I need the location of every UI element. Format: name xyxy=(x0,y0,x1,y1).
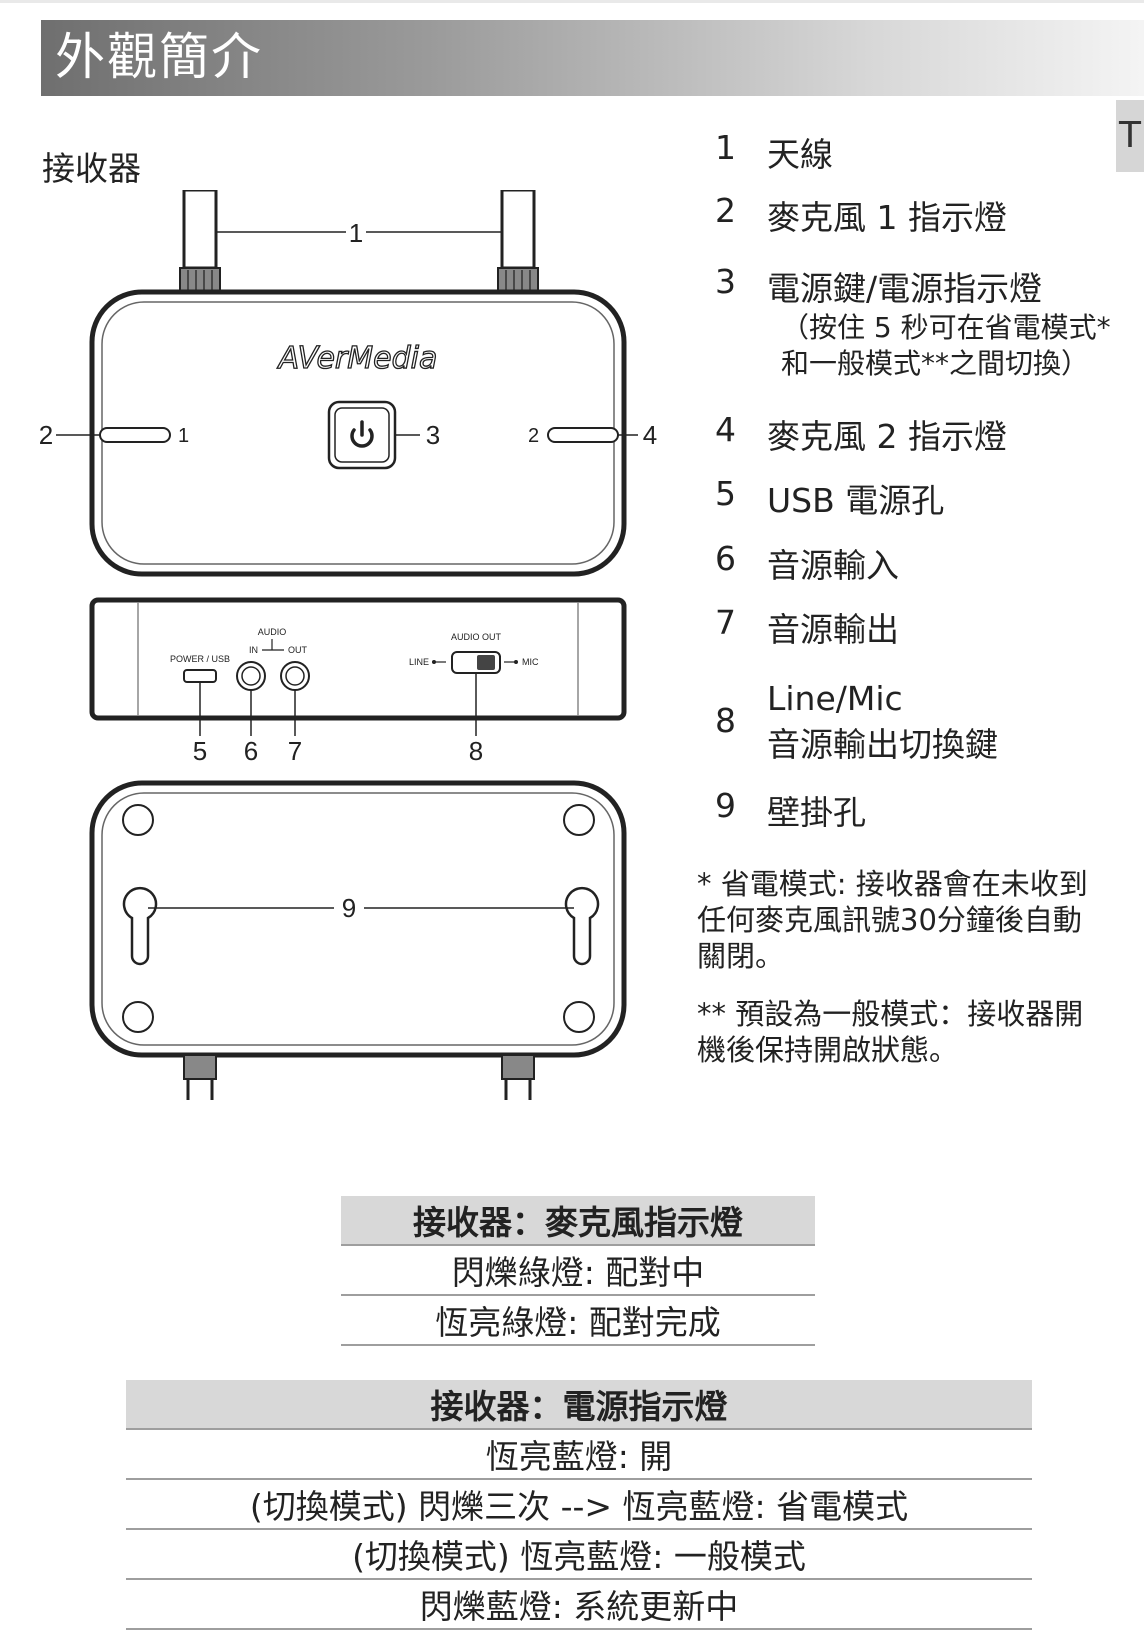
table-header: 接收器：電源指示燈 xyxy=(126,1380,1032,1430)
front-view: POWER / USB AUDIO IN OUT AUDIO OUT LINE … xyxy=(89,597,627,766)
callout-2: 2 xyxy=(39,420,53,450)
port-label-line: LINE xyxy=(409,657,429,667)
mic-indicator-table: 接收器：麥克風指示燈 閃爍綠燈: 配對中 恆亮綠燈: 配對完成 xyxy=(341,1196,815,1346)
callout-6: 6 xyxy=(244,736,258,766)
table-cell: (切換模式) 閃爍三次 --> 恆亮藍燈: 省電模式 xyxy=(126,1479,1032,1530)
footnote-normal-mode: ** 預設為一般模式：接收器開 機後保持開啟狀態。 xyxy=(697,996,1117,1068)
device-heading: 接收器 xyxy=(42,149,141,188)
legend-note: （按住 5 秒可在省電模式* xyxy=(781,311,1111,344)
power-indicator-table: 接收器：電源指示燈 恆亮藍燈: 開 (切換模式) 閃爍三次 --> 恆亮藍燈: … xyxy=(126,1380,1032,1630)
callout-9: 9 xyxy=(342,893,356,923)
legend-label: 壁掛孔 xyxy=(767,793,866,832)
wall-mount-hole-right xyxy=(564,886,600,966)
table-row: 恆亮藍燈: 開 xyxy=(126,1429,1032,1480)
legend-label-line2: 音源輸出切換鍵 xyxy=(767,725,998,764)
callout-5: 5 xyxy=(193,736,207,766)
port-label-out: OUT xyxy=(288,645,308,655)
table-cell: (切換模式) 恆亮藍燈: 一般模式 xyxy=(126,1529,1032,1580)
usb-port xyxy=(183,669,217,683)
footnote-line: 關閉。 xyxy=(697,939,785,973)
callout-1: 1 xyxy=(349,218,363,248)
legend-label: USB 電源孔 xyxy=(767,481,945,520)
callout-7: 7 xyxy=(288,736,302,766)
legend-number: 1 xyxy=(715,128,736,167)
port-label-audio-out: AUDIO OUT xyxy=(451,632,502,642)
wall-mount-hole-left xyxy=(122,886,158,966)
mic2-led xyxy=(547,427,619,443)
section-header-bar: 外觀簡介 xyxy=(41,20,1144,96)
callout-8: 8 xyxy=(469,736,483,766)
legend-text-block: 電源鍵/電源指示燈 （按住 5 秒可在省電模式* 和一般模式**之間切換） xyxy=(767,262,1111,382)
legend-number: 7 xyxy=(715,603,736,642)
power-icon xyxy=(350,420,374,448)
mic2-mark: 2 xyxy=(528,425,539,447)
port-label-audio: AUDIO xyxy=(258,627,287,637)
callout-3: 3 xyxy=(426,420,440,450)
callout-4: 4 xyxy=(643,420,657,450)
legend-number: 4 xyxy=(715,410,736,449)
receiver-diagram: 1 AVerMedia 3 1 2 2 4 POWER / USB xyxy=(39,190,657,1100)
footnote-power-saving: * 省電模式: 接收器會在未收到 任何麥克風訊號30分鐘後自動 關閉。 xyxy=(697,866,1117,974)
legend-label: 天線 xyxy=(767,135,833,174)
legend-number: 6 xyxy=(715,539,736,578)
legend-number: 3 xyxy=(715,262,736,301)
mic1-led xyxy=(99,427,171,443)
legend-note: 和一般模式**之間切換） xyxy=(781,347,1090,380)
legend-label: 麥克風 2 指示燈 xyxy=(767,417,1007,456)
port-label-power-usb: POWER / USB xyxy=(170,654,230,664)
footnote-line: 任何麥克風訊號30分鐘後自動 xyxy=(697,903,1082,937)
line-mic-switch[interactable] xyxy=(451,651,501,674)
legend-text-block: Line/Mic 音源輸出切換鍵 xyxy=(767,679,998,766)
antenna-right xyxy=(497,190,539,293)
port-label-in: IN xyxy=(249,645,258,655)
footnote-line: ** 預設為一般模式：接收器開 xyxy=(697,997,1084,1031)
table-row: 閃爍綠燈: 配對中 xyxy=(341,1245,815,1296)
mic1-mark: 1 xyxy=(178,425,189,447)
section-title: 外觀簡介 xyxy=(55,28,263,86)
legend-number: 9 xyxy=(715,786,736,825)
footnote-line: 機後保持開啟狀態。 xyxy=(697,1033,959,1067)
avermedia-logo: AVerMedia xyxy=(277,341,438,376)
table-row: (切換模式) 恆亮藍燈: 一般模式 xyxy=(126,1529,1032,1580)
table-cell: 閃爍綠燈: 配對中 xyxy=(341,1245,815,1296)
table-row: 恆亮綠燈: 配對完成 xyxy=(341,1295,815,1346)
legend-label: 電源鍵/電源指示燈 xyxy=(767,269,1043,308)
power-button[interactable] xyxy=(327,400,397,470)
legend-label: 麥克風 1 指示燈 xyxy=(767,198,1007,237)
footnote-line: * 省電模式: 接收器會在未收到 xyxy=(697,867,1088,901)
legend-number: 5 xyxy=(715,474,736,513)
port-label-mic: MIC xyxy=(522,657,539,667)
language-tab[interactable]: T xyxy=(1116,100,1144,172)
table-cell: 恆亮綠燈: 配對完成 xyxy=(341,1295,815,1346)
table-row: (切換模式) 閃爍三次 --> 恆亮藍燈: 省電模式 xyxy=(126,1479,1032,1530)
table-row: 閃爍藍燈: 系統更新中 xyxy=(126,1579,1032,1630)
top-view: 1 AVerMedia 3 1 2 2 4 xyxy=(39,190,657,577)
legend-label: Line/Mic xyxy=(767,679,903,718)
legend-number: 2 xyxy=(715,191,736,230)
table-cell: 恆亮藍燈: 開 xyxy=(126,1429,1032,1480)
legend-label: 音源輸入 xyxy=(767,546,899,585)
table-cell: 閃爍藍燈: 系統更新中 xyxy=(126,1579,1032,1630)
bottom-view: 9 xyxy=(89,780,627,1100)
legend-label: 音源輸出 xyxy=(767,610,899,649)
top-rule xyxy=(0,0,1144,3)
table-header: 接收器：麥克風指示燈 xyxy=(341,1196,815,1246)
legend-number: 8 xyxy=(715,701,736,740)
antenna-left xyxy=(179,190,221,293)
